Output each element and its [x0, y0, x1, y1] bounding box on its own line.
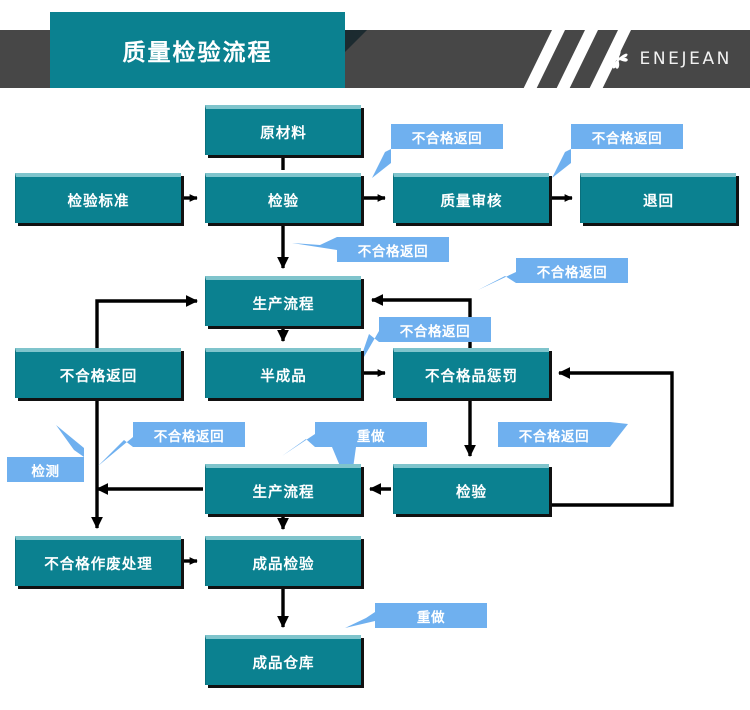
tail-reject-2: [552, 149, 571, 178]
callout-reject-1: 不合格返回: [391, 124, 503, 149]
tail-redo-2: [345, 612, 375, 628]
callout-reject-4: 不合格返回: [516, 258, 628, 283]
node-inspection-2[interactable]: 检验: [393, 464, 549, 514]
node-inspection-std[interactable]: 检验标准: [15, 173, 181, 223]
brand-name: ENEJEAN: [639, 49, 732, 69]
header-banner-fold: [345, 30, 367, 52]
tail-reject-3: [292, 237, 337, 250]
node-quality-audit[interactable]: 质量审核: [393, 173, 549, 223]
node-production-2[interactable]: 生产流程: [205, 464, 361, 514]
callout-redo-2: 重做: [375, 603, 487, 628]
callout-reject-6: 不合格返回: [133, 422, 245, 447]
callout-reject-3: 不合格返回: [337, 237, 449, 262]
node-reject-return[interactable]: 不合格返回: [15, 348, 181, 398]
node-return[interactable]: 退回: [580, 173, 736, 223]
callout-reject-7: 不合格返回: [498, 422, 610, 447]
node-reject-penalty[interactable]: 不合格品惩罚: [393, 348, 549, 398]
tail-reject-1: [372, 149, 391, 178]
node-semi-finished[interactable]: 半成品: [205, 348, 361, 398]
tail-redo-left: [282, 434, 315, 456]
node-inspection-1[interactable]: 检验: [205, 173, 361, 223]
callout-redo-1: 重做: [315, 422, 427, 447]
node-raw-material[interactable]: 原材料: [205, 105, 361, 155]
node-finished-warehouse[interactable]: 成品仓库: [205, 635, 361, 685]
pinwheel-flower-icon: [608, 49, 629, 69]
callout-reject-2: 不合格返回: [571, 124, 683, 149]
page-title: 质量检验流程: [122, 40, 273, 66]
tail-reject-4: [478, 272, 516, 290]
tail-detect: [56, 425, 84, 457]
node-scrap-handling[interactable]: 不合格作废处理: [15, 536, 181, 586]
node-final-inspection[interactable]: 成品检验: [205, 536, 361, 586]
node-production-1[interactable]: 生产流程: [205, 276, 361, 326]
callout-reject-5: 不合格返回: [379, 317, 491, 342]
header-banner: [50, 12, 345, 88]
tail-reject-6: [98, 437, 133, 466]
callout-detect: 检测: [7, 457, 84, 482]
brand-logo: ENEJEAN: [606, 30, 732, 88]
